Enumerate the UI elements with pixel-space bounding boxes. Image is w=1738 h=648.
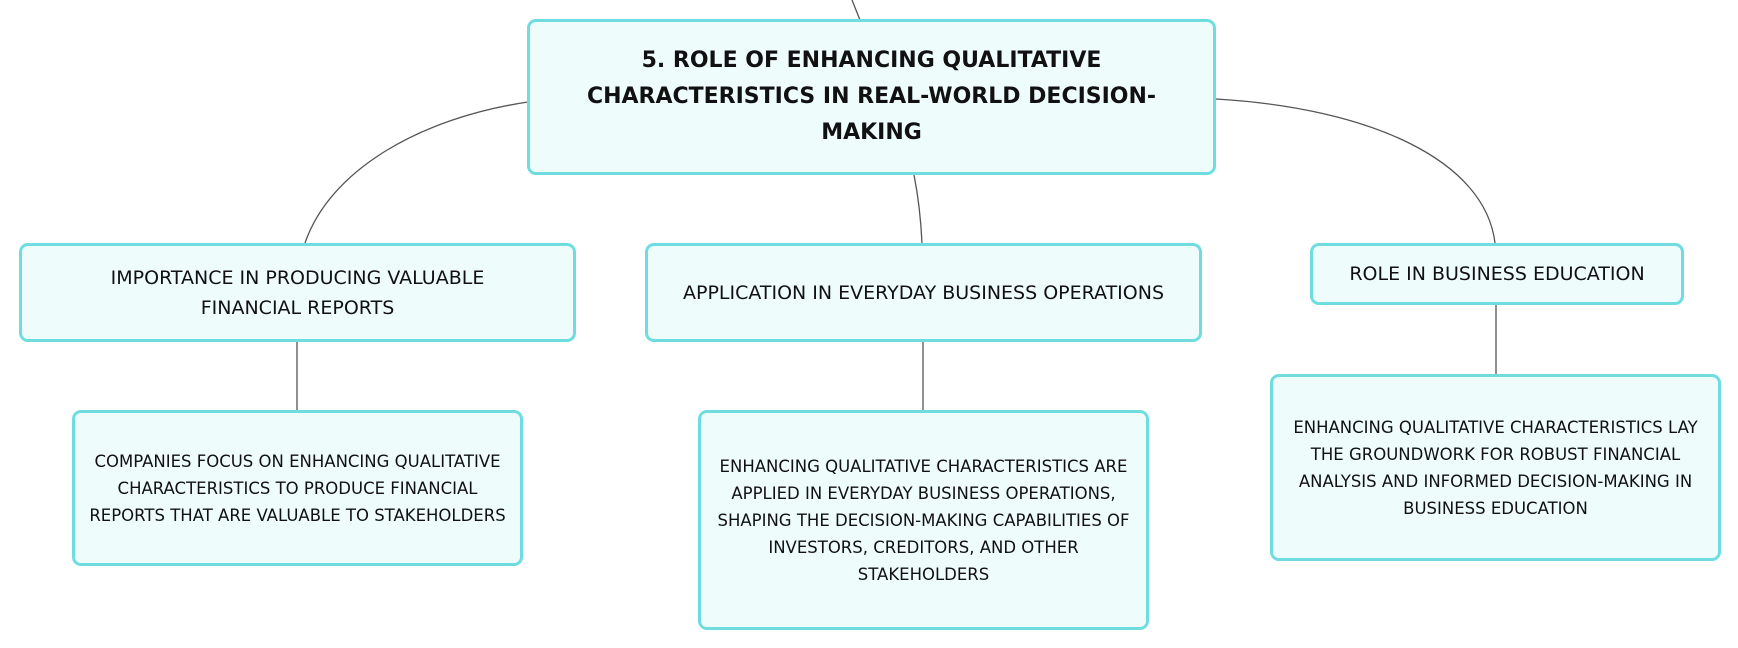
root-node[interactable]: 5. ROLE OF ENHANCING QUALITATIVE CHARACT… (527, 19, 1216, 175)
branch-node-label: APPLICATION IN EVERYDAY BUSINESS OPERATI… (682, 281, 1165, 304)
branch-node-label: ROLE IN BUSINESS EDUCATION (1349, 263, 1645, 285)
branch-node-business-education[interactable]: ROLE IN BUSINESS EDUCATION (1310, 243, 1684, 305)
connector-root-to-branch-1 (304, 101, 529, 244)
detail-node-text: ENHANCING QUALITATIVE CHARACTERISTICS LA… (1293, 417, 1698, 518)
connector-root-to-branch-2 (913, 174, 923, 244)
detail-node-financial-reports[interactable]: COMPANIES FOCUS ON ENHANCING QUALITATIVE… (72, 410, 523, 566)
detail-node-business-operations[interactable]: ENHANCING QUALITATIVE CHARACTERISTICS AR… (698, 410, 1149, 630)
branch-node-label: IMPORTANCE IN PRODUCING VALUABLE FINANCI… (110, 266, 485, 319)
incoming-connector (851, 0, 861, 21)
branch-node-business-operations[interactable]: APPLICATION IN EVERYDAY BUSINESS OPERATI… (645, 243, 1202, 342)
detail-node-text: ENHANCING QUALITATIVE CHARACTERISTICS AR… (717, 456, 1130, 584)
connector-root-to-branch-3 (1215, 98, 1496, 244)
detail-node-business-education[interactable]: ENHANCING QUALITATIVE CHARACTERISTICS LA… (1270, 374, 1721, 561)
branch-node-financial-reports[interactable]: IMPORTANCE IN PRODUCING VALUABLE FINANCI… (19, 243, 576, 342)
detail-node-text: COMPANIES FOCUS ON ENHANCING QUALITATIVE… (89, 451, 506, 525)
root-node-title: 5. ROLE OF ENHANCING QUALITATIVE CHARACT… (586, 48, 1157, 145)
